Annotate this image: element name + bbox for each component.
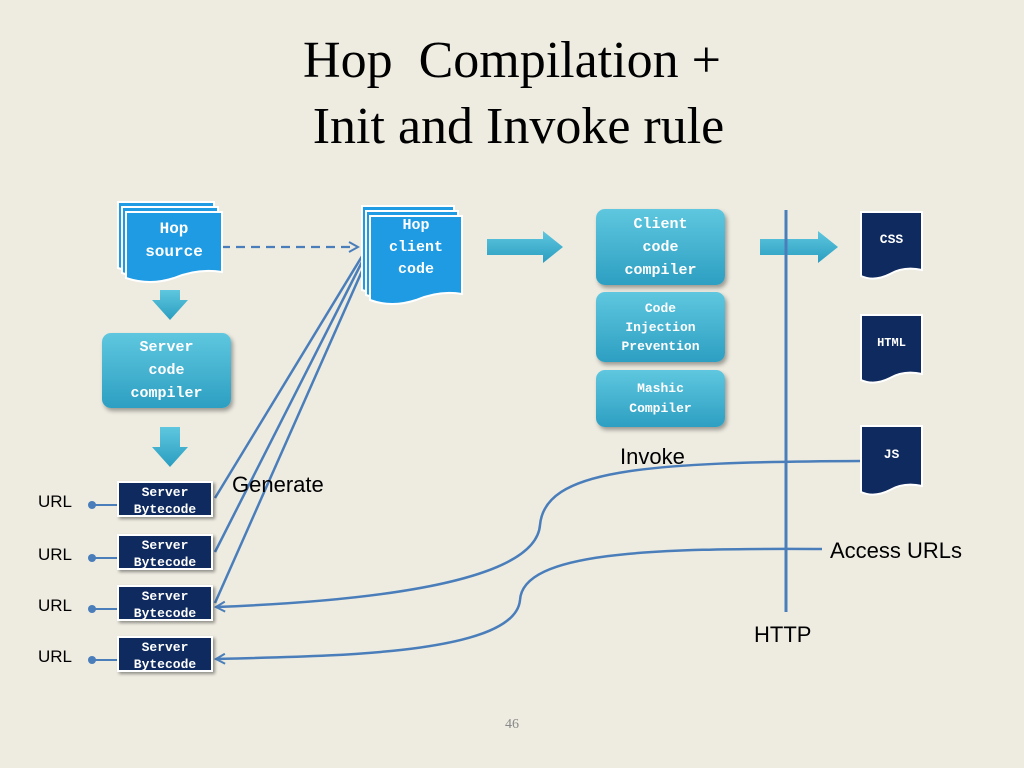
mashic-compiler-label: Mashic Compiler (629, 380, 692, 416)
arrow-down-to-bytecode (152, 427, 188, 467)
server-code-compiler-label: Server code compiler (130, 339, 203, 402)
server-code-compiler-box: Server code compiler (102, 333, 231, 408)
hop-client-code-label: Hop client code (388, 217, 443, 278)
page-number: 46 (505, 717, 519, 732)
css-output-document: CSS (861, 212, 922, 262)
url-label-2: URL (38, 545, 73, 564)
access-urls-curve (216, 547, 823, 659)
code-injection-prevention-label: Code Injection Prevention (621, 300, 700, 354)
hop-client-code-document: Hop client code (370, 216, 462, 296)
server-bytecode-4: Server Bytecode (117, 636, 213, 672)
server-bytecode-1: Server Bytecode (117, 481, 213, 517)
hop-source-document: Hop source (126, 212, 222, 272)
url-label-1: URL (38, 492, 73, 511)
code-injection-prevention-box: Code Injection Prevention (596, 292, 725, 362)
http-label: HTTP (754, 622, 812, 647)
arrow-right-to-outputs (760, 231, 838, 263)
hop-source-label: Hop source (145, 220, 203, 261)
html-output-document: HTML (861, 315, 922, 365)
url-label-3: URL (38, 596, 73, 615)
title-line-2: Init and Invoke rule (299, 98, 725, 155)
arrow-right-to-client-compiler (487, 231, 563, 263)
client-code-compiler-box: Client code compiler (596, 209, 725, 285)
hop-source-document-shape (117, 201, 223, 283)
generate-line-3 (213, 261, 368, 604)
html-label: HTML (877, 336, 906, 350)
slide-title: Hop Compilation + Init and Invoke rule (0, 28, 1024, 160)
mashic-compiler-box: Mashic Compiler (596, 370, 725, 427)
html-document-shape (860, 314, 923, 384)
css-document-shape (860, 211, 923, 280)
js-output-document: JS (861, 426, 922, 476)
title-line-1: Hop Compilation + (303, 32, 721, 89)
invoke-curve (216, 459, 863, 607)
invoke-label: Invoke (620, 444, 685, 469)
access-urls-label: Access URLs (830, 538, 963, 563)
url-connectors (88, 501, 117, 664)
css-label: CSS (879, 232, 904, 247)
js-label: JS (883, 447, 900, 462)
hop-client-document-shape (361, 205, 463, 305)
server-bytecode-2: Server Bytecode (117, 534, 213, 570)
generate-line-1 (213, 252, 366, 499)
client-code-compiler-label: Client code compiler (624, 215, 697, 279)
generate-label: Generate (232, 472, 324, 497)
url-label-4: URL (38, 647, 73, 666)
js-document-shape (860, 425, 923, 496)
arrow-down-to-server-compiler (152, 290, 188, 320)
server-bytecode-3: Server Bytecode (117, 585, 213, 621)
generate-line-2 (213, 257, 366, 553)
